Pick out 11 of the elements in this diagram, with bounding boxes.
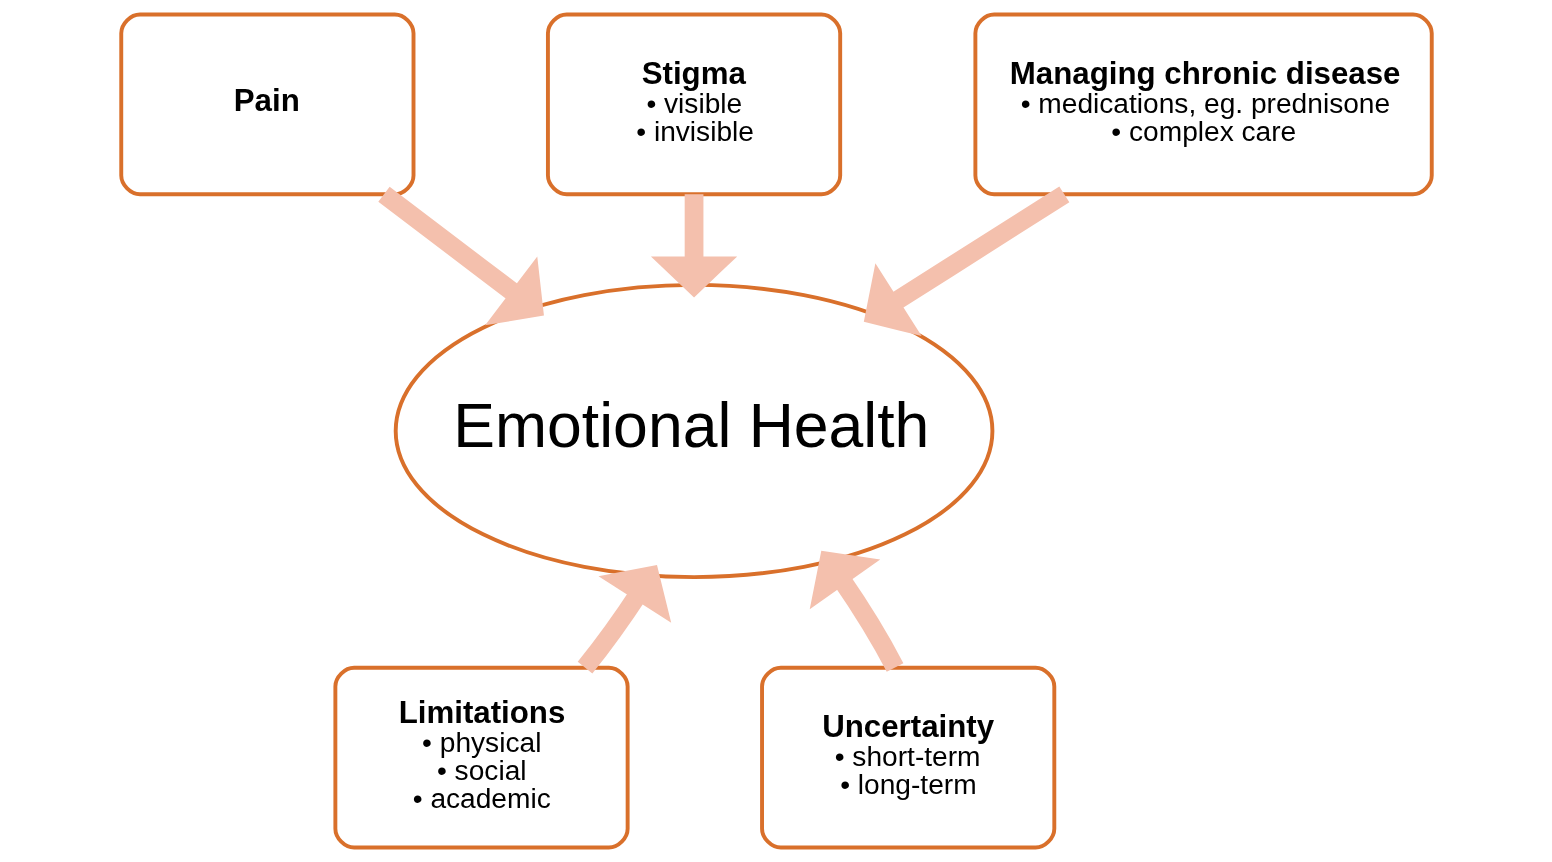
- node-box: Uncertainty • short-term • long-term: [759, 665, 1056, 850]
- arrow: [863, 186, 1069, 337]
- arrow: [650, 194, 737, 298]
- arrow: [809, 550, 903, 672]
- arrow: [377, 186, 544, 326]
- arrow: [577, 564, 671, 674]
- node-box: Managing chronic disease • medications, eg. prednisone • complex care: [972, 12, 1434, 197]
- node-box: Pain: [118, 12, 415, 197]
- node-ellipse: Emotional Health: [393, 282, 994, 580]
- node-box: Stigma • visible • invisible: [545, 12, 842, 197]
- node-box: Limitations • physical • social • academic: [332, 665, 630, 850]
